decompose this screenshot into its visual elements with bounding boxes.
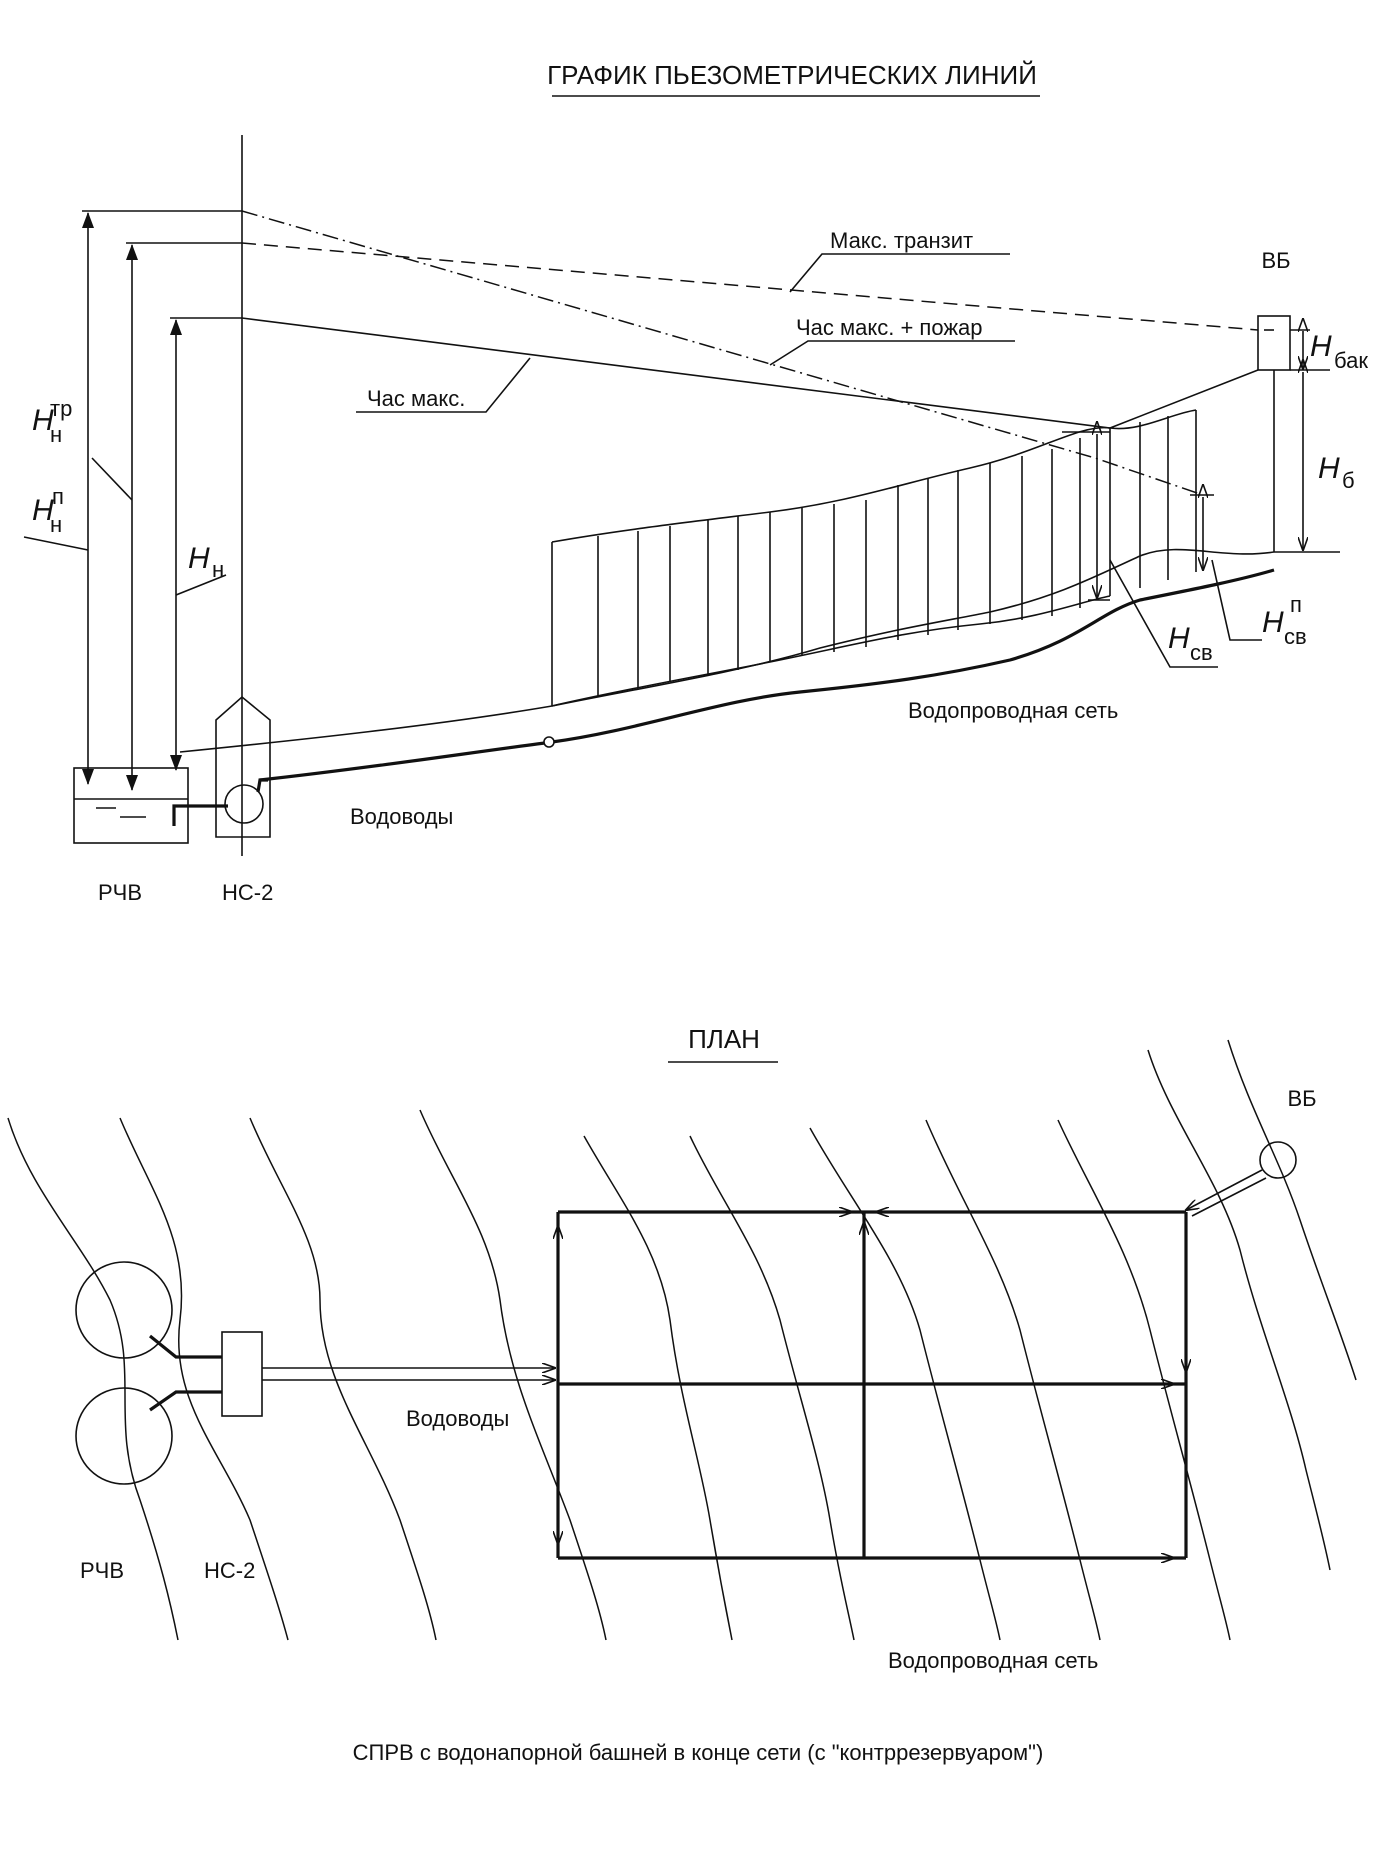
- max-hour-label: Час макс.: [367, 386, 465, 411]
- h-sv-symbol: H св: [1168, 622, 1213, 665]
- h-svp-leader: [1211, 559, 1262, 641]
- max-plus-fire-line: [241, 210, 1201, 495]
- plan-conduits-label: Водоводы: [406, 1406, 509, 1431]
- profile-network-label: Водопроводная сеть: [908, 698, 1118, 723]
- free-head-hatching: [551, 410, 1197, 706]
- plan-view: ПЛАН Водоводы: [7, 1024, 1357, 1673]
- profile-title: ГРАФИК ПЬЕЗОМЕТРИЧЕСКИХ ЛИНИЙ: [547, 60, 1037, 90]
- svg-text:п: п: [52, 484, 64, 509]
- free-head-upper-line: [551, 409, 1197, 543]
- profile-conduits-label: Водоводы: [350, 804, 453, 829]
- svg-text:H: H: [32, 404, 54, 437]
- reservoir-1: [75, 1261, 173, 1359]
- plan-tower-label: ВБ: [1287, 1086, 1316, 1111]
- svg-text:тр: тр: [50, 396, 72, 421]
- max-transit-label: Макс. транзит: [830, 228, 973, 253]
- svg-text:H: H: [1168, 622, 1190, 655]
- h-sv-leader: [1109, 559, 1218, 668]
- svg-text:п: п: [1290, 592, 1302, 617]
- h-b-symbol: H б: [1318, 452, 1355, 493]
- svg-text:бак: бак: [1334, 348, 1368, 373]
- h-n-leader: [175, 574, 227, 596]
- h-tr-symbol: H н тр: [32, 396, 72, 447]
- svg-text:H: H: [1310, 330, 1332, 363]
- h-svp-symbol: H св п: [1262, 592, 1307, 649]
- plan-network-label: Водопроводная сеть: [888, 1648, 1098, 1673]
- pump-station-building: [215, 695, 271, 838]
- profile-pump-station-label: НС-2: [222, 880, 273, 905]
- plan-reservoir-label: РЧВ: [80, 1558, 124, 1583]
- reservoir-tank: [73, 767, 189, 844]
- contour-lines: [7, 1039, 1357, 1641]
- piezometric-profile: ГРАФИК ПЬЕЗОМЕТРИЧЕСКИХ ЛИНИЙ Макс. тран…: [23, 60, 1368, 905]
- h-n-symbol: H н: [188, 542, 224, 582]
- max-hour-leader: [356, 357, 531, 413]
- h-p-symbol: H н п: [32, 484, 64, 537]
- svg-text:н: н: [50, 422, 62, 447]
- plan-title: ПЛАН: [688, 1024, 760, 1054]
- pipe-node: [543, 736, 555, 748]
- reservoir-1-pipe: [148, 1334, 222, 1359]
- pump-discharge: [256, 778, 268, 793]
- suction-pipe: [172, 804, 228, 826]
- svg-text:H: H: [188, 542, 210, 575]
- reservoir-2-pipe: [149, 1390, 222, 1412]
- free-head-lower-line: [551, 595, 1111, 707]
- svg-text:H: H: [1318, 452, 1340, 485]
- pump: [224, 784, 264, 824]
- plan-pump-station: [221, 1331, 263, 1417]
- max-transit-line: [241, 242, 1259, 331]
- svg-text:H: H: [1262, 606, 1284, 639]
- svg-text:б: б: [1342, 468, 1355, 493]
- network-grid: [556, 1210, 1188, 1560]
- plan-pump-station-label: НС-2: [204, 1558, 255, 1583]
- svg-text:св: св: [1190, 640, 1213, 665]
- network-pipe: [259, 568, 1275, 782]
- tower-label: ВБ: [1261, 248, 1290, 273]
- svg-text:H: H: [32, 494, 54, 527]
- h-p-leader: [23, 536, 89, 551]
- plan-water-tower: [1259, 1141, 1297, 1179]
- svg-text:н: н: [212, 557, 224, 582]
- max-plus-fire-leader: [769, 340, 1015, 366]
- reservoir-2: [75, 1387, 173, 1485]
- svg-text:св: св: [1284, 624, 1307, 649]
- max-plus-fire-label: Час макс. + пожар: [796, 315, 983, 340]
- h-bak-symbol: H бак: [1310, 330, 1368, 373]
- tower-pipe-2: [1191, 1177, 1267, 1217]
- flow-arrows: [558, 1212, 1186, 1558]
- profile-reservoir-label: РЧВ: [98, 880, 142, 905]
- max-transit-leader: [789, 253, 1010, 293]
- svg-text:н: н: [50, 512, 62, 537]
- h-tr-leader: [91, 457, 133, 501]
- caption: СПРВ с водонапорной башней в конце сети …: [353, 1740, 1044, 1765]
- water-tower-tank: [1257, 315, 1291, 371]
- tower-pipe-1: [1186, 1169, 1263, 1210]
